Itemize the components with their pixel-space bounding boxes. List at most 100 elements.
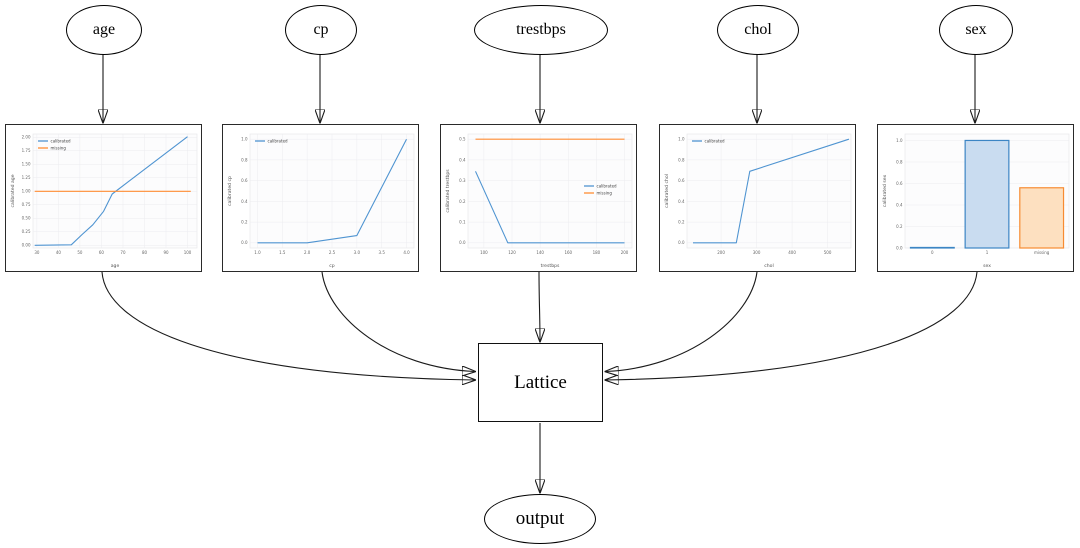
y-axis-label: calibrated trestbps bbox=[445, 169, 451, 213]
y-tick-label: 0.2 bbox=[459, 199, 466, 204]
x-axis-label: sex bbox=[983, 264, 991, 269]
x-tick-label: missing bbox=[1034, 250, 1050, 255]
edge-trestbps-calibrator-to-lattice bbox=[539, 271, 540, 342]
x-tick-label: 300 bbox=[753, 250, 761, 255]
edge-age-calibrator-to-lattice bbox=[101, 271, 475, 380]
y-tick-label: 0.6 bbox=[896, 181, 903, 186]
y-tick-label: 0.6 bbox=[241, 178, 248, 183]
x-tick-label: 100 bbox=[480, 250, 488, 255]
calibrator-plot-chol: 0.0 0.2 0.4 0.6 0.8 1.0 200 300 400 500 chol calibr… bbox=[659, 124, 856, 272]
y-tick-label: 0.4 bbox=[241, 199, 248, 204]
y-tick-label: 0.0 bbox=[241, 240, 248, 245]
feature-node-sex: sex bbox=[939, 5, 1013, 55]
y-tick-label: 0.25 bbox=[22, 229, 31, 234]
x-tick-label: 400 bbox=[788, 250, 796, 255]
y-tick-label: 0.75 bbox=[22, 202, 31, 207]
y-axis-label: calibrated cp bbox=[227, 176, 233, 206]
x-tick-label: 180 bbox=[593, 250, 601, 255]
y-tick-label: 1.75 bbox=[22, 148, 31, 153]
legend-label-calibrated: calibrated bbox=[51, 138, 72, 143]
chol-calibration-chart: 0.0 0.2 0.4 0.6 0.8 1.0 200 300 400 500 chol calibr… bbox=[664, 133, 852, 269]
x-tick-label: 90 bbox=[163, 250, 169, 255]
y-axis-label: calibrated sex bbox=[882, 175, 888, 208]
y-tick-label: 0.8 bbox=[678, 157, 685, 162]
bar-0 bbox=[909, 246, 955, 249]
legend-label-calibrated: calibrated bbox=[268, 138, 289, 143]
y-tick-label: 0.5 bbox=[459, 137, 466, 142]
feature-node-trestbps-label: trestbps bbox=[516, 21, 566, 38]
x-axis-label: trestbps bbox=[541, 263, 560, 269]
y-tick-label: 1.50 bbox=[22, 162, 31, 167]
x-tick-label: 3.0 bbox=[354, 250, 361, 255]
output-node-label: output bbox=[515, 508, 565, 529]
y-tick-label: 1.00 bbox=[22, 189, 31, 194]
y-tick-label: 1.25 bbox=[22, 175, 31, 180]
legend-label-calibrated: calibrated bbox=[597, 183, 618, 188]
calibrated-line bbox=[474, 171, 625, 244]
x-tick-label: 30 bbox=[34, 250, 40, 255]
y-tick-label: 0.1 bbox=[459, 219, 466, 224]
y-axis-label: calibrated age bbox=[10, 174, 16, 207]
x-tick-label: 0 bbox=[931, 250, 934, 255]
legend-label-calibrated: calibrated bbox=[705, 138, 726, 143]
x-tick-label: 60 bbox=[99, 250, 105, 255]
x-tick-label: 2.0 bbox=[304, 250, 311, 255]
y-tick-label: 0.0 bbox=[678, 240, 685, 245]
edge-chol-calibrator-to-lattice bbox=[606, 271, 758, 372]
x-tick-label: 1.5 bbox=[279, 250, 286, 255]
legend-label-missing: missing bbox=[51, 145, 67, 150]
y-tick-label: 0.2 bbox=[241, 219, 248, 224]
x-tick-label: 140 bbox=[536, 250, 544, 255]
y-tick-label: 0.2 bbox=[896, 224, 903, 229]
x-axis-label: cp bbox=[329, 264, 335, 269]
y-tick-label: 1.0 bbox=[678, 137, 685, 142]
calibrated-line bbox=[257, 138, 407, 244]
y-tick-label: 0.3 bbox=[459, 178, 466, 183]
edge-sex-calibrator-to-lattice bbox=[606, 271, 978, 380]
y-tick-label: 0.50 bbox=[22, 216, 31, 221]
x-tick-label: 50 bbox=[77, 250, 83, 255]
y-tick-label: 1.0 bbox=[896, 138, 903, 143]
y-tick-label: 0.8 bbox=[241, 157, 248, 162]
x-tick-label: 500 bbox=[824, 250, 832, 255]
x-tick-label: 200 bbox=[621, 250, 629, 255]
feature-node-chol-label: chol bbox=[744, 21, 772, 38]
x-tick-label: 80 bbox=[142, 250, 148, 255]
x-tick-label: 160 bbox=[564, 250, 572, 255]
y-tick-label: 0.2 bbox=[678, 219, 685, 224]
x-axis-label: chol bbox=[764, 263, 774, 269]
feature-node-cp: cp bbox=[285, 5, 357, 55]
y-tick-label: 0.8 bbox=[896, 159, 903, 164]
x-tick-label: 40 bbox=[56, 250, 62, 255]
calibrated-line bbox=[693, 138, 850, 244]
x-tick-label: 1 bbox=[986, 250, 989, 255]
output-node: output bbox=[484, 494, 596, 544]
x-tick-label: 3.5 bbox=[379, 250, 386, 255]
y-tick-label: 1.0 bbox=[241, 137, 248, 142]
bar-missing bbox=[1019, 187, 1065, 249]
legend-label-missing: missing bbox=[597, 190, 613, 195]
feature-node-age: age bbox=[66, 5, 142, 55]
x-tick-label: 100 bbox=[184, 250, 192, 255]
x-tick-label: 120 bbox=[508, 250, 516, 255]
y-tick-label: 0.0 bbox=[459, 240, 466, 245]
x-tick-label: 70 bbox=[120, 250, 126, 255]
feature-node-sex-label: sex bbox=[965, 21, 987, 38]
bar-1 bbox=[964, 139, 1010, 249]
feature-node-trestbps: trestbps bbox=[474, 5, 608, 55]
x-tick-label: 200 bbox=[717, 250, 725, 255]
y-axis-label: calibrated chol bbox=[664, 174, 670, 208]
lattice-node-label: Lattice bbox=[514, 371, 567, 393]
feature-node-age-label: age bbox=[92, 21, 116, 38]
y-tick-label: 0.4 bbox=[678, 199, 685, 204]
y-tick-label: 0.6 bbox=[678, 178, 685, 183]
